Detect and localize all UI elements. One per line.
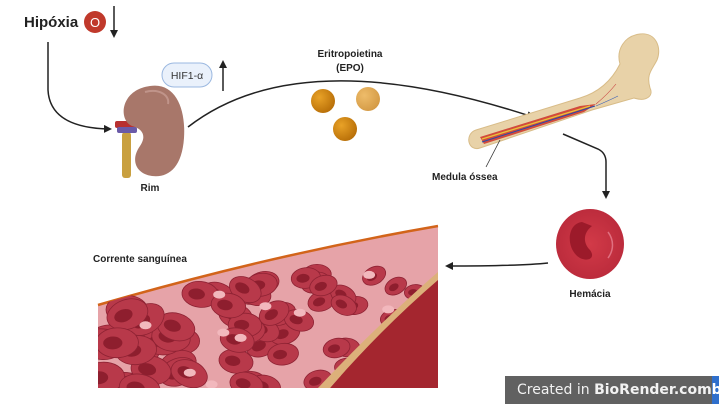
platelet-icon xyxy=(382,305,395,314)
platelet-icon xyxy=(213,290,226,299)
blood-vessel-icon xyxy=(97,224,439,388)
kidney-icon xyxy=(115,85,185,178)
platelet-icon xyxy=(234,333,247,342)
svg-text:HIF1-α: HIF1-α xyxy=(171,70,203,82)
bone-to-rbc-arrow xyxy=(562,133,610,199)
blood-cell-icon xyxy=(106,298,149,331)
biorender-badge[interactable]: Created in BioRender.com bio xyxy=(505,376,719,404)
platelet-icon xyxy=(205,380,218,388)
red-blood-cell-icon xyxy=(556,209,624,279)
platelet-icon xyxy=(259,302,272,311)
bone-marrow-label: Medula óssea xyxy=(432,172,498,183)
rbc-to-bloodstream-arrow xyxy=(445,261,549,270)
hif-badge: HIF1-α xyxy=(161,62,213,88)
blood-cell-icon xyxy=(118,373,161,388)
oxygen-icon: O xyxy=(84,11,106,33)
hypoxia-label: Hipóxia xyxy=(24,14,79,31)
epo-molecule-icon xyxy=(356,87,380,111)
blood-cell-icon xyxy=(283,309,315,332)
blood-cell-icon xyxy=(181,281,220,308)
blood-cell-icon xyxy=(210,292,247,319)
platelet-icon xyxy=(183,368,196,377)
bloodstream-label: Corrente sanguínea xyxy=(93,254,187,265)
blood-cell-icon xyxy=(330,294,357,316)
kidney-label: Rim xyxy=(141,183,160,194)
rbc-label: Hemácia xyxy=(569,289,611,300)
bone-icon xyxy=(468,33,660,150)
bone-marrow-pointer xyxy=(485,139,501,168)
kidney-to-bone-arrow xyxy=(187,80,535,128)
platelet-icon xyxy=(363,270,376,279)
platelet-icon xyxy=(217,328,230,337)
blood-cell-icon xyxy=(307,290,336,312)
biorender-logo: bio xyxy=(711,376,719,404)
hypoxia-to-kidney-arrow xyxy=(47,42,112,133)
blood-cell-icon xyxy=(309,274,338,297)
epo-molecule-icon xyxy=(333,117,357,141)
epo-label-line1: Eritropoietina xyxy=(317,49,382,60)
epo-molecule-icon xyxy=(311,89,335,113)
svg-text:O: O xyxy=(90,15,100,30)
platelet-icon xyxy=(139,321,152,330)
badge-text: Created in BioRender.com xyxy=(517,382,712,398)
blood-cell-icon xyxy=(98,327,139,359)
platelet-icon xyxy=(293,308,306,317)
blood-cell-icon xyxy=(229,371,264,388)
blood-cell-icon xyxy=(267,342,299,366)
blood-cell-icon xyxy=(98,361,126,388)
epo-label-line2: (EPO) xyxy=(336,63,364,74)
blood-cell-icon xyxy=(384,276,407,296)
blood-cell-icon xyxy=(218,348,254,374)
blood-cell-icon xyxy=(322,337,351,359)
